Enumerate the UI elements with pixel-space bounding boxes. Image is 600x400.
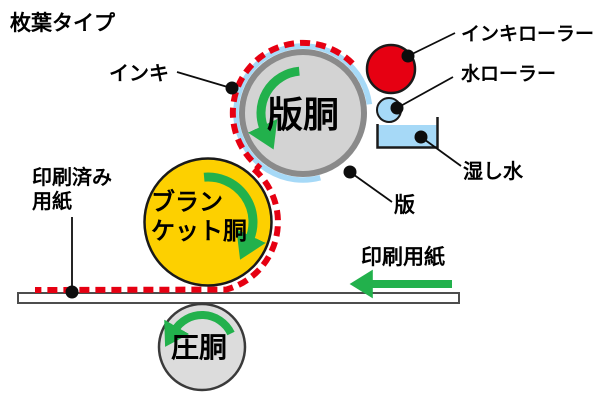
ink-roller-label: インキローラー [461, 24, 595, 45]
blanket-rotation-arrow-icon [203, 172, 266, 260]
printed-paper-label: 印刷済み 用紙 [32, 167, 112, 213]
dampening-water-point-dot [414, 130, 428, 144]
blanket-cylinder-label: ブラン ケット胴 [151, 189, 247, 245]
impression-cylinder-label: 圧胴 [171, 332, 228, 363]
water-roller-leader-line [396, 76, 454, 109]
leader-lines [71, 32, 462, 291]
plate-leader-line [349, 171, 393, 203]
plate-cylinder-label: 版胴 [267, 94, 340, 135]
paper-sheet [17, 292, 460, 304]
printed-paper-point-dot [65, 285, 79, 299]
dampening-water-label: 湿し水 [463, 161, 523, 183]
plate-label: 版 [394, 194, 415, 217]
ink-label: インキ [109, 63, 169, 85]
ink-roller-point-dot [401, 49, 415, 63]
plate-rotation-arrow-icon [247, 66, 300, 150]
water-roller-label: 水ローラー [461, 64, 557, 85]
ink-film-dashed-ring [229, 39, 355, 171]
ink-point-dot [225, 81, 239, 95]
ink-transfer-dashed-path [34, 166, 281, 293]
ink-leader-line [176, 71, 232, 89]
dampening-water-leader-line [420, 136, 462, 167]
plate-point-dot [343, 165, 357, 179]
page-title: 枚葉タイプ [10, 12, 115, 35]
dampening-water-fill [377, 125, 438, 148]
water-tray-outline [376, 117, 439, 149]
ink-roller-leader-line [407, 32, 456, 57]
printing-paper-label: 印刷用紙 [361, 246, 445, 269]
water-film-ring [233, 43, 373, 183]
leader-dots [65, 49, 428, 299]
impression-rotation-arrow-icon [164, 311, 235, 347]
water-roller-point-dot [390, 101, 404, 115]
